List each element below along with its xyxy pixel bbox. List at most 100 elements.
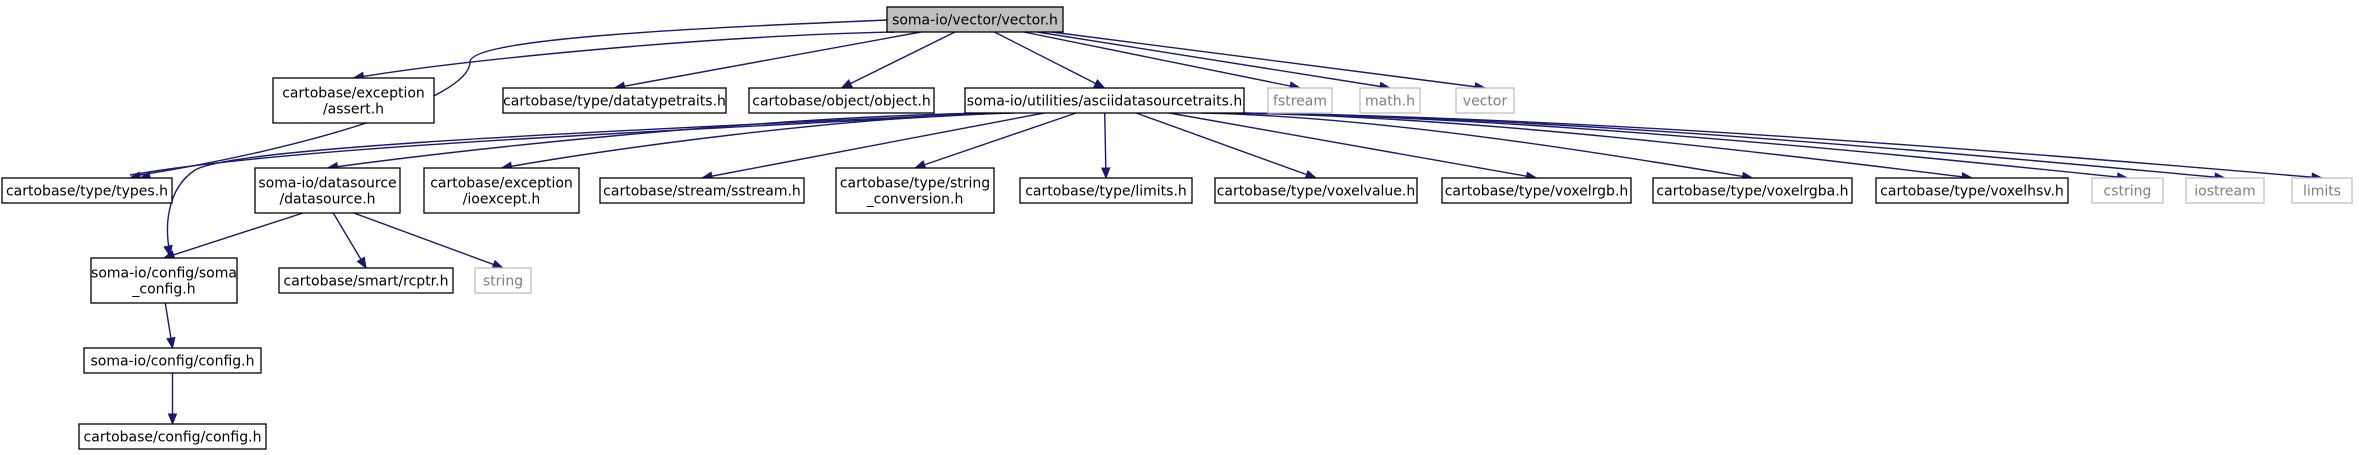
arrowhead (840, 79, 854, 89)
arrowhead (491, 259, 505, 269)
node-ascii[interactable]: soma-io/utilities/asciidatasourcetraits.… (964, 87, 1245, 114)
node-types[interactable]: cartobase/type/types.h (1, 177, 173, 204)
node-voxelhsv[interactable]: cartobase/type/voxelhsv.h (1875, 177, 2069, 204)
node-ioexcept[interactable]: cartobase/exception/ioexcept.h (423, 167, 580, 214)
node-label: iostream (2194, 184, 2256, 200)
node-box (78, 423, 267, 450)
edge-somaconfig-to-configh (164, 302, 176, 350)
arrowhead (166, 336, 176, 350)
node-configh[interactable]: soma-io/config/config.h (83, 347, 262, 374)
node-label: math.h (1365, 94, 1415, 110)
edge-line (1234, 112, 1973, 179)
node-datatype[interactable]: cartobase/type/datatypetraits.h (502, 87, 727, 114)
node-label: cstring (2104, 184, 2152, 200)
node-box (2291, 177, 2353, 204)
edge-ascii-to-limitsh (1101, 112, 1111, 180)
node-label: soma-io/config/config.h (90, 354, 254, 370)
node-label: cartobase/type/limits.h (1025, 184, 1187, 200)
edge-datasource-to-rcptr (332, 212, 367, 270)
node-label: cartobase/type/voxelvalue.h (1217, 184, 1416, 200)
node-fstream[interactable]: fstream (1267, 87, 1333, 114)
node-label: soma-io/datasource (258, 176, 396, 192)
node-label: _conversion.h (866, 192, 964, 208)
node-label: cartobase/type/voxelhsv.h (1880, 184, 2064, 200)
node-box (1652, 177, 1853, 204)
node-cbconfig[interactable]: cartobase/config/config.h (78, 423, 267, 450)
node-voxelvalue[interactable]: cartobase/type/voxelvalue.h (1214, 177, 1418, 204)
node-assert[interactable]: cartobase/exception/assert.h (272, 77, 435, 124)
edge-line (139, 19, 888, 176)
node-box (474, 267, 532, 294)
node-label: cartobase/config/config.h (84, 430, 262, 446)
edge-line (129, 112, 1001, 176)
node-voxelrgba[interactable]: cartobase/type/voxelrgba.h (1652, 177, 1853, 204)
edge-line (1235, 112, 2323, 179)
edge-vector-to-ascii (994, 31, 1106, 89)
node-sstream[interactable]: cartobase/stream/sstream.h (599, 177, 805, 204)
node-box (1875, 177, 2069, 204)
node-box (2185, 177, 2265, 204)
node-label: soma-io/config/soma (91, 266, 237, 282)
edge-line (1235, 112, 2226, 179)
node-label: cartobase/object/object.h (752, 94, 931, 110)
node-label: limits (2303, 184, 2341, 200)
arrowhead (1101, 167, 1111, 180)
node-box (1, 177, 173, 204)
node-box (1455, 87, 1515, 114)
node-label: vector (1463, 94, 1508, 110)
node-label: cartobase/exception (282, 86, 425, 102)
edge-ascii-to-ioexcept (500, 112, 1015, 171)
node-string[interactable]: string (474, 267, 532, 294)
node-cstring[interactable]: cstring (2091, 177, 2164, 204)
node-box (423, 167, 580, 214)
edge-ascii-to-iostream (1235, 112, 2227, 182)
edge-datasource-to-string (353, 212, 505, 269)
edge-line (701, 112, 1045, 179)
edge-vector-to-math (1037, 31, 1392, 92)
edge-vector-to-assert (352, 31, 896, 81)
node-box (254, 167, 401, 214)
node-rcptr[interactable]: cartobase/smart/rcptr.h (278, 267, 454, 294)
edge-line (841, 31, 956, 89)
edge-configh-to-cbconfig (167, 373, 178, 426)
edge-line (914, 112, 1077, 169)
node-vector[interactable]: soma-io/vector/vector.h (886, 6, 1064, 33)
node-box (83, 347, 262, 374)
node-label: soma-io/vector/vector.h (892, 13, 1058, 29)
edge-ascii-to-voxelrgba (1201, 112, 1754, 181)
node-voxelrgb[interactable]: cartobase/type/voxelrgb.h (1441, 177, 1632, 204)
node-strconv[interactable]: cartobase/type/string_conversion.h (835, 167, 995, 214)
edge-line (1104, 112, 1107, 179)
edge-line (1169, 112, 1537, 179)
edge-line (1037, 31, 1391, 89)
node-label: cartobase/smart/rcptr.h (284, 274, 449, 290)
node-box (835, 167, 995, 214)
node-label: cartobase/type/voxelrgba.h (1656, 184, 1848, 200)
edge-line (332, 212, 367, 269)
edge-vector-to-datatype (613, 31, 922, 91)
node-label: /datasource.h (279, 192, 375, 208)
node-limitsh[interactable]: cartobase/type/limits.h (1019, 177, 1193, 204)
edge-line (1023, 31, 1301, 89)
edge-line (327, 112, 988, 169)
edge-vector-to-object (840, 31, 956, 89)
node-box (2091, 177, 2164, 204)
node-iostream[interactable]: iostream (2185, 177, 2265, 204)
node-label: cartobase/type/string (840, 176, 990, 192)
edge-line (353, 31, 896, 79)
node-label: /ioexcept.h (463, 192, 541, 208)
node-datasource[interactable]: soma-io/datasource/datasource.h (254, 167, 401, 214)
arrowhead (1304, 169, 1318, 179)
node-limits[interactable]: limits (2291, 177, 2353, 204)
edge-line (994, 31, 1105, 89)
node-somaconfig[interactable]: soma-io/config/soma_config.h (90, 257, 238, 304)
node-box (1441, 177, 1632, 204)
node-object[interactable]: cartobase/object/object.h (748, 87, 935, 114)
node-vec[interactable]: vector (1455, 87, 1515, 114)
node-math[interactable]: math.h (1359, 87, 1421, 114)
node-label: soma-io/utilities/asciidatasourcetraits.… (967, 94, 1243, 110)
node-box (1019, 177, 1193, 204)
node-box (886, 6, 1064, 33)
arrowhead (167, 413, 178, 426)
